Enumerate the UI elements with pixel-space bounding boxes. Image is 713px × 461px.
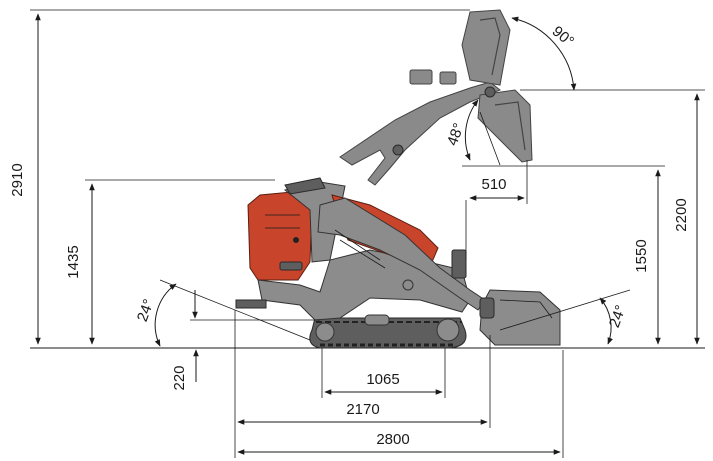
dim-hinge-height: 1550 [462, 165, 665, 345]
label-dump-height: 2200 [673, 198, 690, 231]
dim-machine-height: 1435 [65, 179, 275, 345]
label-reach: 510 [481, 176, 506, 193]
dim-ground-clearance: 220 [171, 349, 199, 391]
label-overall-length: 2800 [376, 431, 409, 448]
label-track-length: 2170 [346, 401, 379, 418]
bucket-lowered [479, 289, 561, 346]
label-hinge-height: 1550 [633, 239, 650, 272]
label-overall-height: 2910 [9, 163, 26, 196]
dim-track-contact: 1065 [321, 348, 446, 398]
label-rollback-angle: 90° [549, 23, 577, 51]
label-machine-height: 1435 [65, 245, 82, 278]
dim-reach: 510 [465, 160, 528, 260]
raised-arm-ghost [339, 9, 533, 186]
label-ground-clearance: 220 [171, 365, 188, 390]
dim-overall-height: 2910 [9, 9, 470, 345]
dim-dump-angle: 48° [444, 99, 501, 166]
dim-track-length: 2170 [234, 310, 491, 458]
label-front-angle: 24° [606, 303, 630, 330]
loader-body [235, 177, 486, 321]
label-rear-angle: 24° [134, 297, 158, 324]
dim-overall-length: 2800 [237, 350, 564, 458]
label-dump-angle: 48° [444, 121, 468, 148]
label-track-contact: 1065 [366, 371, 399, 388]
dim-front-angle: 24° [499, 289, 631, 345]
dim-rollback-angle: 90° [511, 16, 577, 91]
